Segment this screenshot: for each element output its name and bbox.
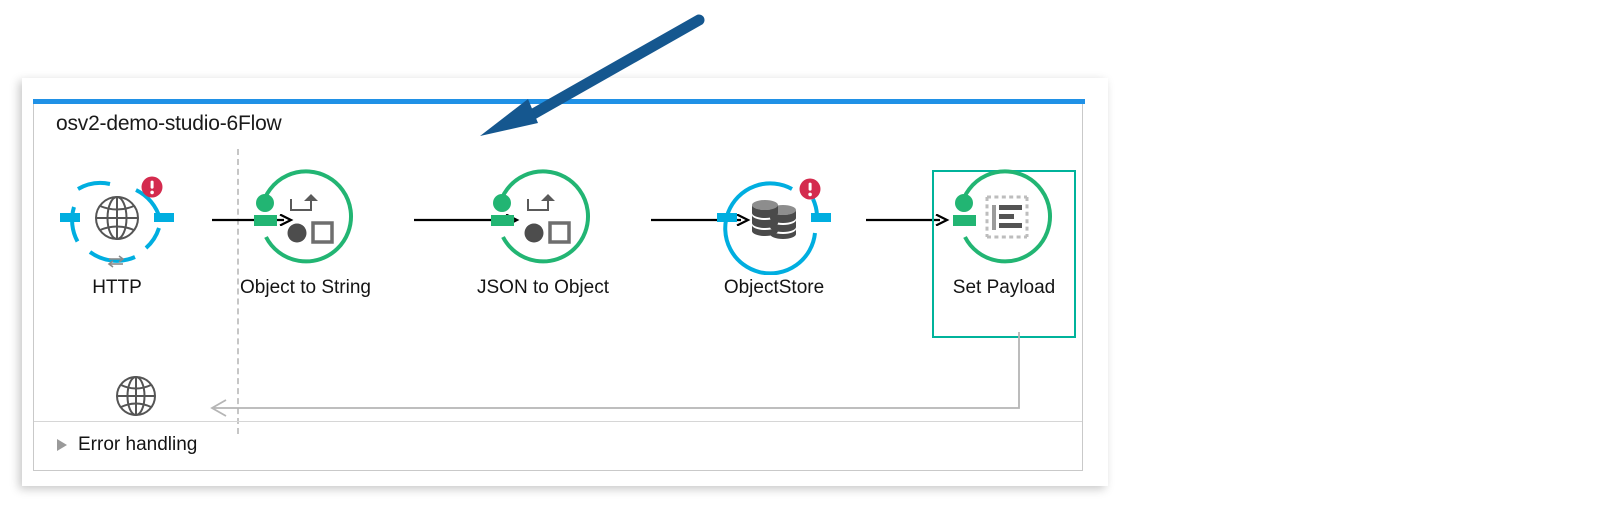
transform-icon (524, 194, 571, 244)
inbound-dot (256, 194, 274, 212)
triangle-right-icon[interactable] (56, 438, 68, 452)
node-label-http: HTTP (92, 277, 142, 298)
inbound-bar (953, 215, 976, 226)
return-path-connector (164, 332, 1044, 422)
flow-node-json-to-object[interactable]: JSON to Object (477, 163, 609, 299)
flow-panel[interactable]: osv2-demo-studio-6Flow (33, 104, 1083, 471)
connector-objectstore-to-set-payload (866, 214, 950, 226)
flow-title: osv2-demo-studio-6Flow (56, 112, 282, 135)
objectstore-in-tab (717, 213, 737, 222)
flow-node-object-to-string[interactable]: Object to String (240, 163, 371, 299)
node-label-objectstore: ObjectStore (723, 277, 825, 298)
objectstore-node-graphic (709, 163, 839, 275)
http-node-graphic (52, 163, 182, 275)
globe-icon (116, 376, 156, 416)
inbound-bar (254, 215, 277, 226)
globe-icon (95, 196, 139, 240)
error-handling-label: Error handling (78, 434, 198, 455)
flow-card: osv2-demo-studio-6Flow (22, 78, 1108, 486)
database-stack-icon (752, 200, 796, 239)
source-process-divider (237, 149, 239, 434)
node-label-json-to-object: JSON to Object (477, 277, 609, 298)
set-payload-node-svg (953, 169, 1053, 264)
error-handling-divider (34, 421, 1082, 422)
document-lines-icon (985, 195, 1029, 239)
inbound-dot (493, 194, 511, 212)
objectstore-node-svg (717, 178, 831, 275)
http-in-tab (60, 213, 80, 222)
http-node-svg (60, 176, 174, 268)
inbound-dot (955, 194, 973, 212)
transform-icon (287, 194, 334, 244)
error-badge-icon[interactable] (799, 178, 821, 200)
error-badge-icon[interactable] (141, 176, 163, 198)
node-label-object-to-string: Object to String (240, 277, 371, 298)
json-to-object-node-svg (491, 169, 591, 264)
response-source-globe[interactable] (114, 374, 158, 418)
flow-node-objectstore[interactable]: ObjectStore (709, 163, 839, 299)
object-to-string-node-graphic (240, 163, 370, 275)
error-handling-section[interactable]: Error handling (56, 434, 197, 456)
objectstore-out-tab (811, 213, 831, 222)
flow-node-set-payload[interactable]: Set Payload (939, 163, 1069, 299)
node-label-set-payload: Set Payload (952, 277, 1056, 298)
flow-node-http[interactable]: HTTP (52, 163, 182, 299)
object-to-string-node-svg (254, 169, 354, 264)
json-to-object-node-graphic (477, 163, 607, 275)
http-out-tab (154, 213, 174, 222)
inbound-bar (491, 215, 514, 226)
set-payload-node-graphic (939, 163, 1069, 275)
exchange-icon (107, 255, 125, 268)
